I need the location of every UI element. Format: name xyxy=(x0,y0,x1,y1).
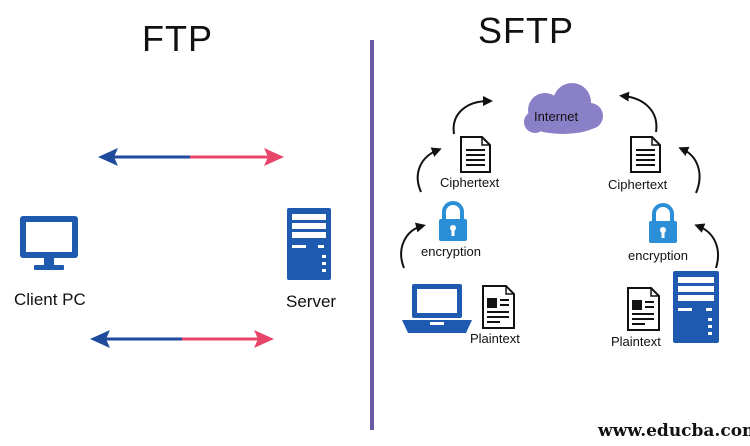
ftp-server-tower-icon xyxy=(287,208,331,280)
client-pc-monitor-icon xyxy=(20,216,78,270)
internet-cloud-icon xyxy=(524,83,603,134)
left-encryption-label: encryption xyxy=(421,244,481,259)
client-pc-label: Client PC xyxy=(14,290,86,309)
right-ciphertext-label: Ciphertext xyxy=(608,177,668,192)
right-curve-arrow-2 xyxy=(678,146,701,194)
sftp-server-tower-icon xyxy=(673,271,719,343)
left-plaintext-label: Plaintext xyxy=(470,331,520,346)
sftp-title: SFTP xyxy=(478,10,575,51)
laptop-icon xyxy=(402,284,472,333)
right-plaintext-label: Plaintext xyxy=(611,334,661,349)
left-ciphertext-document-icon xyxy=(460,136,491,173)
ftp-server-label: Server xyxy=(286,292,337,311)
right-lock-icon xyxy=(649,203,677,243)
left-ciphertext-label: Ciphertext xyxy=(440,175,500,190)
right-ciphertext-document-icon xyxy=(630,136,661,173)
divider-line xyxy=(370,40,374,430)
left-curve-arrow-1 xyxy=(400,222,426,269)
ftp-bottom-double-arrow xyxy=(90,330,274,348)
right-plaintext-document-icon xyxy=(627,287,660,331)
ftp-title: FTP xyxy=(142,18,213,59)
right-encryption-label: encryption xyxy=(628,248,688,263)
left-curve-arrow-2 xyxy=(416,147,442,193)
left-plaintext-document-icon xyxy=(482,285,515,329)
watermark-text: www.educba.com xyxy=(598,421,750,441)
ftp-top-double-arrow xyxy=(98,148,284,166)
left-lock-icon xyxy=(439,201,467,241)
cloud-label: Internet xyxy=(534,109,579,124)
right-curve-arrow-3 xyxy=(619,91,658,133)
left-curve-arrow-3 xyxy=(452,96,493,135)
right-curve-arrow-1 xyxy=(694,223,719,269)
